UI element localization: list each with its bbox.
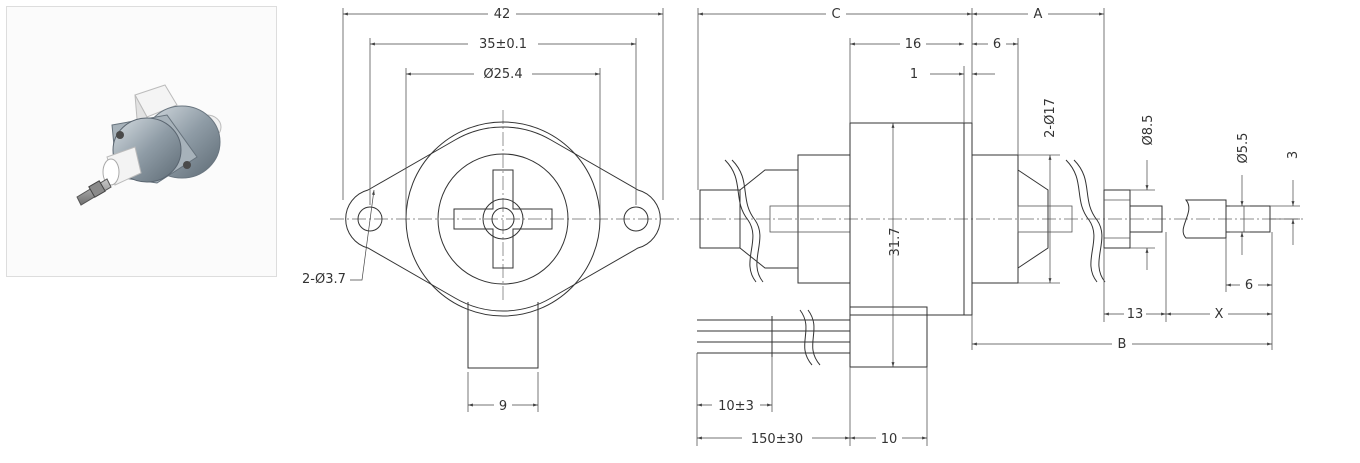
dim-connector-depth: 10 xyxy=(881,432,898,447)
dim-boss-diameter: 2-Ø17 xyxy=(1043,98,1058,138)
dim-x: X xyxy=(1215,307,1224,322)
connector-housing xyxy=(467,302,539,369)
pilot-inner-circle xyxy=(437,153,569,285)
dim-mount-hole: 2-Ø3.7 xyxy=(302,272,346,287)
dim-pilot-diameter: Ø25.4 xyxy=(483,67,522,82)
front-boss-taper xyxy=(1017,169,1049,269)
gear-shaft xyxy=(1129,205,1163,233)
dim-flange-thickness: 1 xyxy=(910,67,918,82)
shaft-detail-break xyxy=(1182,199,1227,239)
dim-c: C xyxy=(831,7,840,22)
lead-wires xyxy=(697,309,850,366)
mount-hole-left xyxy=(357,206,383,232)
connector-block-side xyxy=(849,306,928,368)
dim-gear-diameter: Ø8.5 xyxy=(1141,115,1156,146)
dim-body-length: 16 xyxy=(905,37,922,52)
stepper-motor-photo-icon xyxy=(76,84,222,206)
dim-shaft-diameter: Ø5.5 xyxy=(1236,133,1251,164)
dim-shaft-flat: 3 xyxy=(1286,151,1301,159)
side-view xyxy=(690,8,1305,446)
dim-gear-length: 13 xyxy=(1127,307,1144,322)
shaft-boss-inner xyxy=(491,207,515,231)
dim-wire-length: 150±30 xyxy=(751,432,803,447)
rear-boss-stub xyxy=(699,189,741,249)
dim-connector-width: 9 xyxy=(499,399,507,414)
dim-a: A xyxy=(1034,7,1043,22)
dim-front-boss: 6 xyxy=(993,37,1001,52)
dim-overall-width: 42 xyxy=(494,7,511,22)
product-photo xyxy=(6,6,277,277)
dim-shaft-end: 6 xyxy=(1245,278,1253,293)
output-cross-gear xyxy=(453,169,553,269)
dim-body-height: 31.7 xyxy=(888,228,903,257)
dim-wire-strip: 10±3 xyxy=(718,399,754,414)
dim-mount-hole-spacing: 35±0.1 xyxy=(479,37,527,52)
mounting-flange-outline xyxy=(345,126,661,312)
dim-b: B xyxy=(1118,337,1127,352)
shaft-boss-outer xyxy=(482,198,524,240)
mount-hole-right xyxy=(623,206,649,232)
